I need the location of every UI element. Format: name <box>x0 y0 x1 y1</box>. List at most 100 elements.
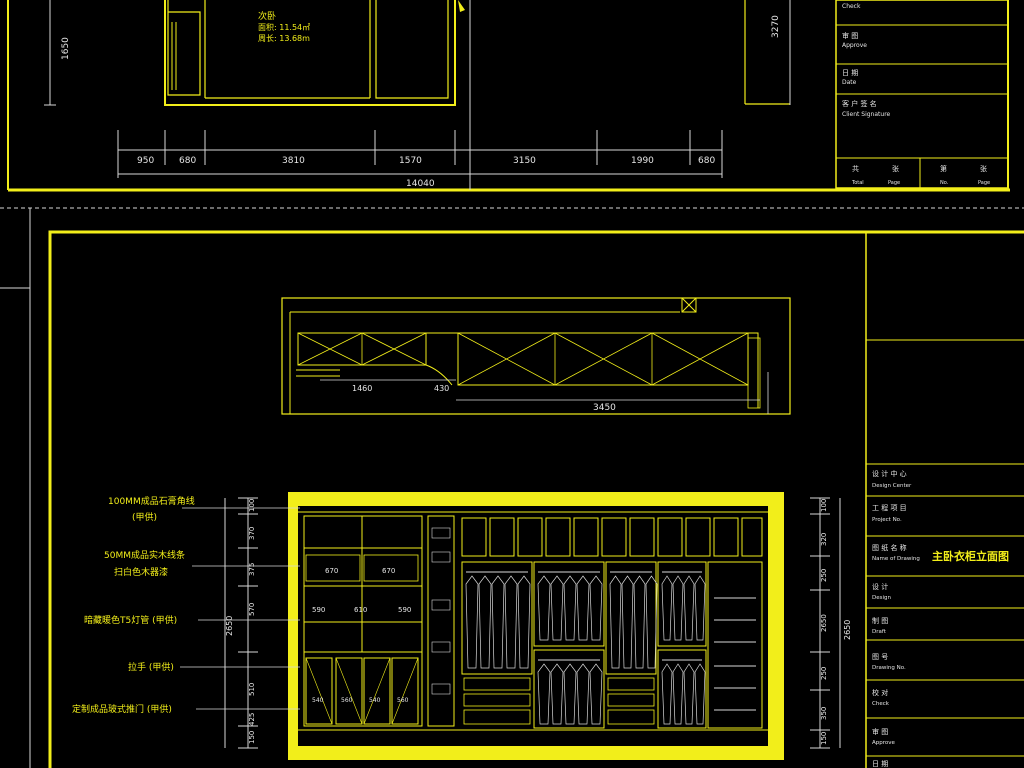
rdim-7: 150 <box>820 732 828 745</box>
label-610: 610 <box>354 606 367 614</box>
ldim-5: 510 <box>248 683 256 696</box>
tb-total-cn: 共 <box>852 164 859 173</box>
left-annotations: 100MM成品石膏角线 (甲供) 50MM成品实木线条 扫白色木器漆 暗藏暖色T… <box>72 495 300 715</box>
room-perimeter: 周长: 13.68m <box>258 33 310 43</box>
dim-row: 950 680 3810 1570 3150 1990 680 14040 <box>117 130 723 189</box>
ltb-draft-en: Draft <box>872 629 887 635</box>
top-view: 1460 430 3450 <box>281 297 791 415</box>
ltb-design-en: Design <box>872 595 892 601</box>
ldim-1: 100 <box>248 499 256 512</box>
dim-1460: 1460 <box>352 384 372 393</box>
garment-outline <box>633 575 646 669</box>
rdim-total: 2650 <box>843 620 852 640</box>
label-plaster-supplied: (甲供) <box>132 511 157 523</box>
garment-outline <box>478 575 492 669</box>
upper-sheet: 次卧 面积: 11.54㎡ 周长: 13.68m 1650 3270 950 6 <box>7 0 1010 192</box>
garment-outline <box>504 575 518 669</box>
ltb-project-en: Project No. <box>872 517 902 523</box>
ltb-drawing-name-cn: 图 纸 名 称 <box>872 543 907 552</box>
ltb-date-cn: 日 期 <box>872 760 888 768</box>
label-670-b: 670 <box>382 567 395 575</box>
garment-outline <box>550 575 564 641</box>
door-label-4: 560 <box>397 697 409 704</box>
right-dim-stack: 100 320 250 2650 250 350 150 2650 <box>810 497 852 749</box>
left-dim-stack: 100 370 375 570 510 425 150 2650 <box>224 497 258 749</box>
garment-outline <box>609 575 622 669</box>
ldim-7: 150 <box>248 731 256 744</box>
rdim-1: 100 <box>820 499 828 512</box>
tb-date-cn: 日 期 <box>842 69 858 77</box>
left-cabinet: 670 670 590 610 590 540 560 540 560 <box>303 515 423 727</box>
dim-430: 430 <box>434 384 449 393</box>
garment-outline <box>563 575 577 641</box>
label-plaster-molding: 100MM成品石膏角线 <box>108 495 195 507</box>
garment-outline <box>661 663 673 725</box>
ldim-total: 2650 <box>225 616 234 636</box>
garment-outline <box>537 575 551 641</box>
garment-outline <box>465 575 479 669</box>
rdim-3: 250 <box>820 569 828 582</box>
side-strip <box>427 515 455 727</box>
dim-row-4: 1570 <box>399 156 422 166</box>
garment-outline <box>491 575 505 669</box>
wardrobe-elevation: 670 670 590 610 590 540 560 540 560 <box>288 492 784 760</box>
ltb-design-cn: 设 计 <box>872 582 888 591</box>
label-590: 590 <box>312 606 325 614</box>
dim-3450: 3450 <box>593 403 616 413</box>
label-wood-strip: 50MM成品实木线条 <box>104 549 185 561</box>
lower-sheet: 1460 430 3450 670 670 590 <box>0 207 1024 768</box>
garment-outline <box>672 663 684 725</box>
dim-3270: 3270 <box>771 15 781 38</box>
tb-date-en: Date <box>842 79 857 86</box>
garment-outline <box>576 663 590 725</box>
dim-row-3: 3810 <box>282 156 305 166</box>
garment-outline <box>694 663 706 725</box>
tb-page-cn1: 张 <box>892 164 899 173</box>
top-box-row <box>461 517 763 557</box>
tb-page-cn2: 张 <box>980 164 987 173</box>
garment-outline <box>661 575 673 641</box>
tb-approve-cn: 审 图 <box>842 31 858 40</box>
label-670-a: 670 <box>325 567 338 575</box>
door-label-2: 560 <box>341 697 353 704</box>
tb-no-en: No. <box>940 180 949 186</box>
ltb-design-center-cn: 设 计 中 心 <box>872 469 907 478</box>
ldim-4: 570 <box>248 603 256 616</box>
ldim-3: 375 <box>248 563 256 576</box>
rdim-5: 250 <box>820 667 828 680</box>
ltb-drawing-no-cn: 图 号 <box>872 653 888 661</box>
label-handle: 拉手 (甲供) <box>128 661 174 673</box>
garment-outline <box>683 663 695 725</box>
door-label-1: 540 <box>312 697 324 704</box>
ltb-drawing-no-en: Drawing No. <box>872 665 906 671</box>
wardrobe-interior <box>298 506 768 746</box>
label-glass-door: 定制成品玻式推门 (甲供) <box>72 703 172 715</box>
tb-page-en1: Page <box>888 180 900 186</box>
ltb-approve-en: Approve <box>872 740 896 746</box>
hanging-clothes <box>465 575 706 725</box>
rdim-4: 2650 <box>820 614 828 632</box>
tb-no-cn: 第 <box>940 164 947 173</box>
label-590-b: 590 <box>398 606 411 614</box>
garment-outline <box>621 575 634 669</box>
garment-outline <box>683 575 695 641</box>
garment-outline <box>576 575 590 641</box>
dim-row-7: 680 <box>698 156 715 166</box>
ltb-check-en: Check <box>872 701 890 707</box>
upper-title-block: Check 审 图 Approve 日 期 Date 客 户 签 名 Clien… <box>835 0 1009 189</box>
garment-outline <box>563 663 577 725</box>
label-white-paint: 扫白色木器漆 <box>114 566 168 578</box>
ldim-2: 370 <box>248 527 256 540</box>
garment-outline <box>645 575 658 669</box>
dim-row-2: 680 <box>179 156 196 166</box>
room-name: 次卧 <box>258 10 276 22</box>
ltb-draft-cn: 制 图 <box>872 616 888 625</box>
dim-total: 14040 <box>406 179 435 189</box>
dim-row-6: 1990 <box>631 156 654 166</box>
rdim-6: 350 <box>820 707 828 720</box>
hanging-sections <box>461 561 763 729</box>
lower-title-block: 设 计 中 心 Design Center 工 程 项 目 Project No… <box>865 232 1024 768</box>
garment-outline <box>537 663 551 725</box>
north-arrow-icon <box>458 0 465 12</box>
dim-1650: 1650 <box>61 37 71 60</box>
